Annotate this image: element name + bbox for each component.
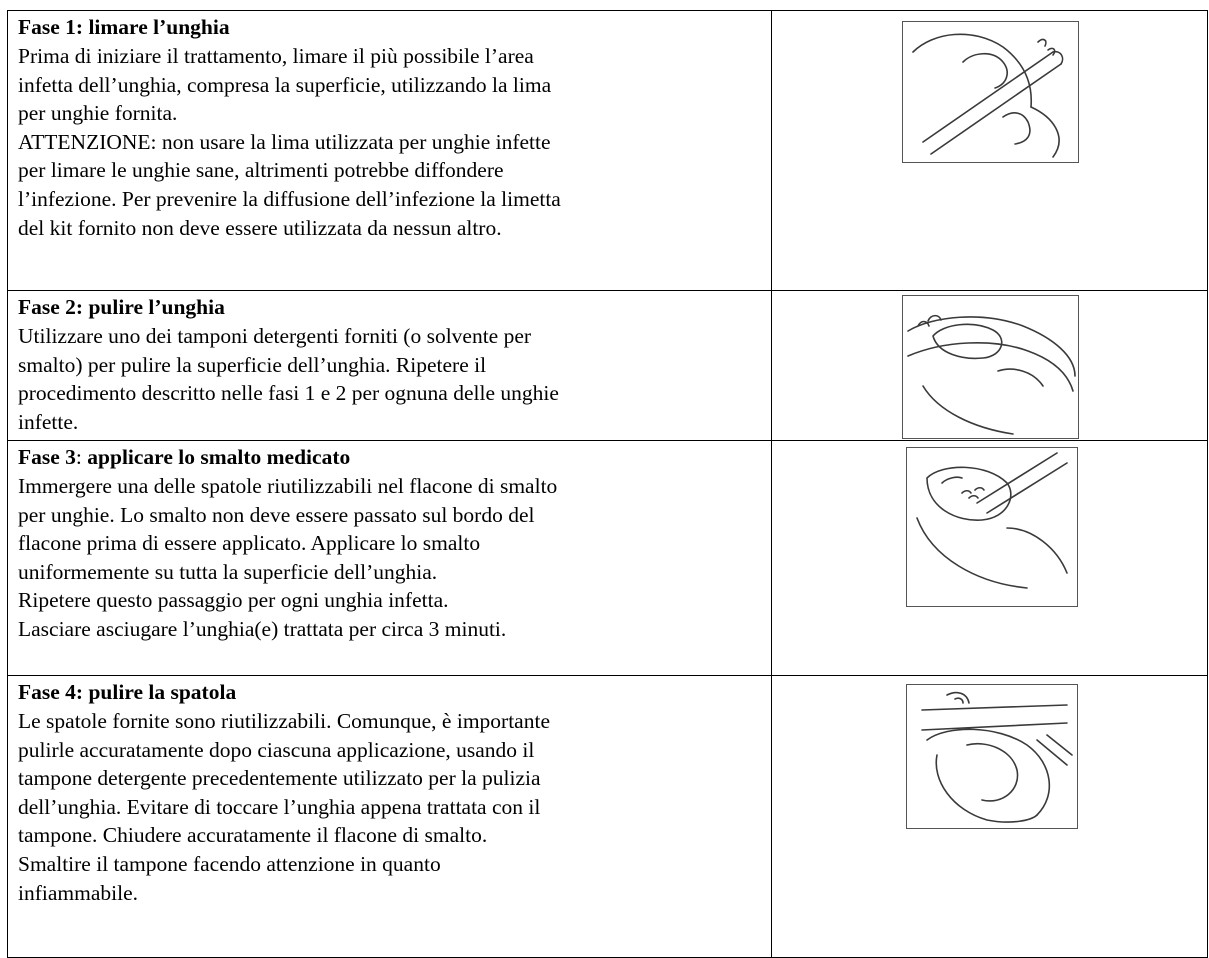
step-1-line: del kit fornito non deve essere utilizza… — [18, 215, 502, 240]
step-3-title: Fase 3: applicare lo smalto medicato — [18, 443, 771, 472]
step-3-line: Lasciare asciugare l’unghia(e) trattata … — [18, 616, 507, 641]
nail-filing-illustration-icon — [902, 21, 1079, 163]
step-3-line: per unghie. Lo smalto non deve essere pa… — [18, 502, 535, 527]
step-3-line: flacone prima di essere applicato. Appli… — [18, 531, 481, 556]
step-4-line: tampone. Chiudere accuratamente il flaco… — [18, 823, 488, 848]
step-1-line: per limare le unghie sane, altrimenti po… — [18, 158, 504, 183]
step-row-2: Fase 2: pulire l’unghia Utilizzare uno d… — [7, 290, 1208, 441]
lacquer-application-illustration-icon — [906, 447, 1078, 607]
step-2-image-cell — [771, 290, 1208, 441]
step-4-line: dell’unghia. Evitare di toccare l’unghia… — [18, 794, 541, 819]
instructions-table: Fase 1: limare l’unghia Prima di iniziar… — [7, 10, 1208, 958]
step-1-image-cell — [771, 10, 1208, 291]
step-1-line: l’infezione. Per prevenire la diffusione… — [18, 186, 561, 211]
step-3-text-cell: Fase 3: applicare lo smalto medicato Imm… — [7, 440, 772, 676]
step-4-line: infiammabile. — [18, 880, 139, 905]
step-2-line: smalto) per pulire la superficie dell’un… — [18, 352, 487, 377]
step-1-line: Prima di iniziare il trattamento, limare… — [18, 44, 534, 68]
step-1-line: ATTENZIONE: non usare la lima utilizzata… — [18, 129, 551, 154]
step-1-line: infetta dell’unghia, compresa la superfi… — [18, 72, 552, 97]
step-2-line: Utilizzare uno dei tamponi detergenti fo… — [18, 324, 532, 348]
spatula-cleaning-illustration-icon — [906, 684, 1078, 829]
nail-cleaning-illustration-icon — [902, 295, 1079, 439]
step-2-line: procedimento descritto nelle fasi 1 e 2 … — [18, 381, 559, 406]
step-3-line: uniformemente su tutta la superficie del… — [18, 559, 438, 584]
step-3-title-separator: : — [75, 445, 88, 469]
step-1-text-cell: Fase 1: limare l’unghia Prima di iniziar… — [7, 10, 772, 291]
step-2-text-cell: Fase 2: pulire l’unghia Utilizzare uno d… — [7, 290, 772, 441]
step-3-line: Ripetere questo passaggio per ogni unghi… — [18, 588, 449, 613]
step-4-line: pulirle accuratamente dopo ciascuna appl… — [18, 737, 535, 762]
step-1-title: Fase 1: limare l’unghia — [18, 15, 230, 39]
step-4-text-cell: Fase 4: pulire la spatola Le spatole for… — [7, 675, 772, 958]
step-3-title-rest: applicare lo smalto medicato — [87, 445, 351, 469]
step-3-line: Immergere una delle spatole riutilizzabi… — [18, 474, 558, 498]
step-row-4: Fase 4: pulire la spatola Le spatole for… — [7, 675, 1208, 958]
step-2-line: infette. — [18, 409, 79, 434]
step-row-3: Fase 3: applicare lo smalto medicato Imm… — [7, 440, 1208, 676]
step-3-title-prefix: Fase 3 — [18, 445, 76, 469]
step-3-image-cell — [771, 440, 1208, 676]
step-2-title: Fase 2: pulire l’unghia — [18, 295, 225, 319]
step-4-line: Le spatole fornite sono riutilizzabili. … — [18, 709, 550, 733]
step-4-line: tampone detergente precedentemente utili… — [18, 766, 541, 791]
step-row-1: Fase 1: limare l’unghia Prima di iniziar… — [7, 10, 1208, 291]
step-1-line: per unghie fornita. — [18, 101, 178, 126]
step-4-title: Fase 4: pulire la spatola — [18, 680, 237, 704]
step-4-image-cell — [771, 675, 1208, 958]
step-4-line: Smaltire il tampone facendo attenzione i… — [18, 851, 441, 876]
